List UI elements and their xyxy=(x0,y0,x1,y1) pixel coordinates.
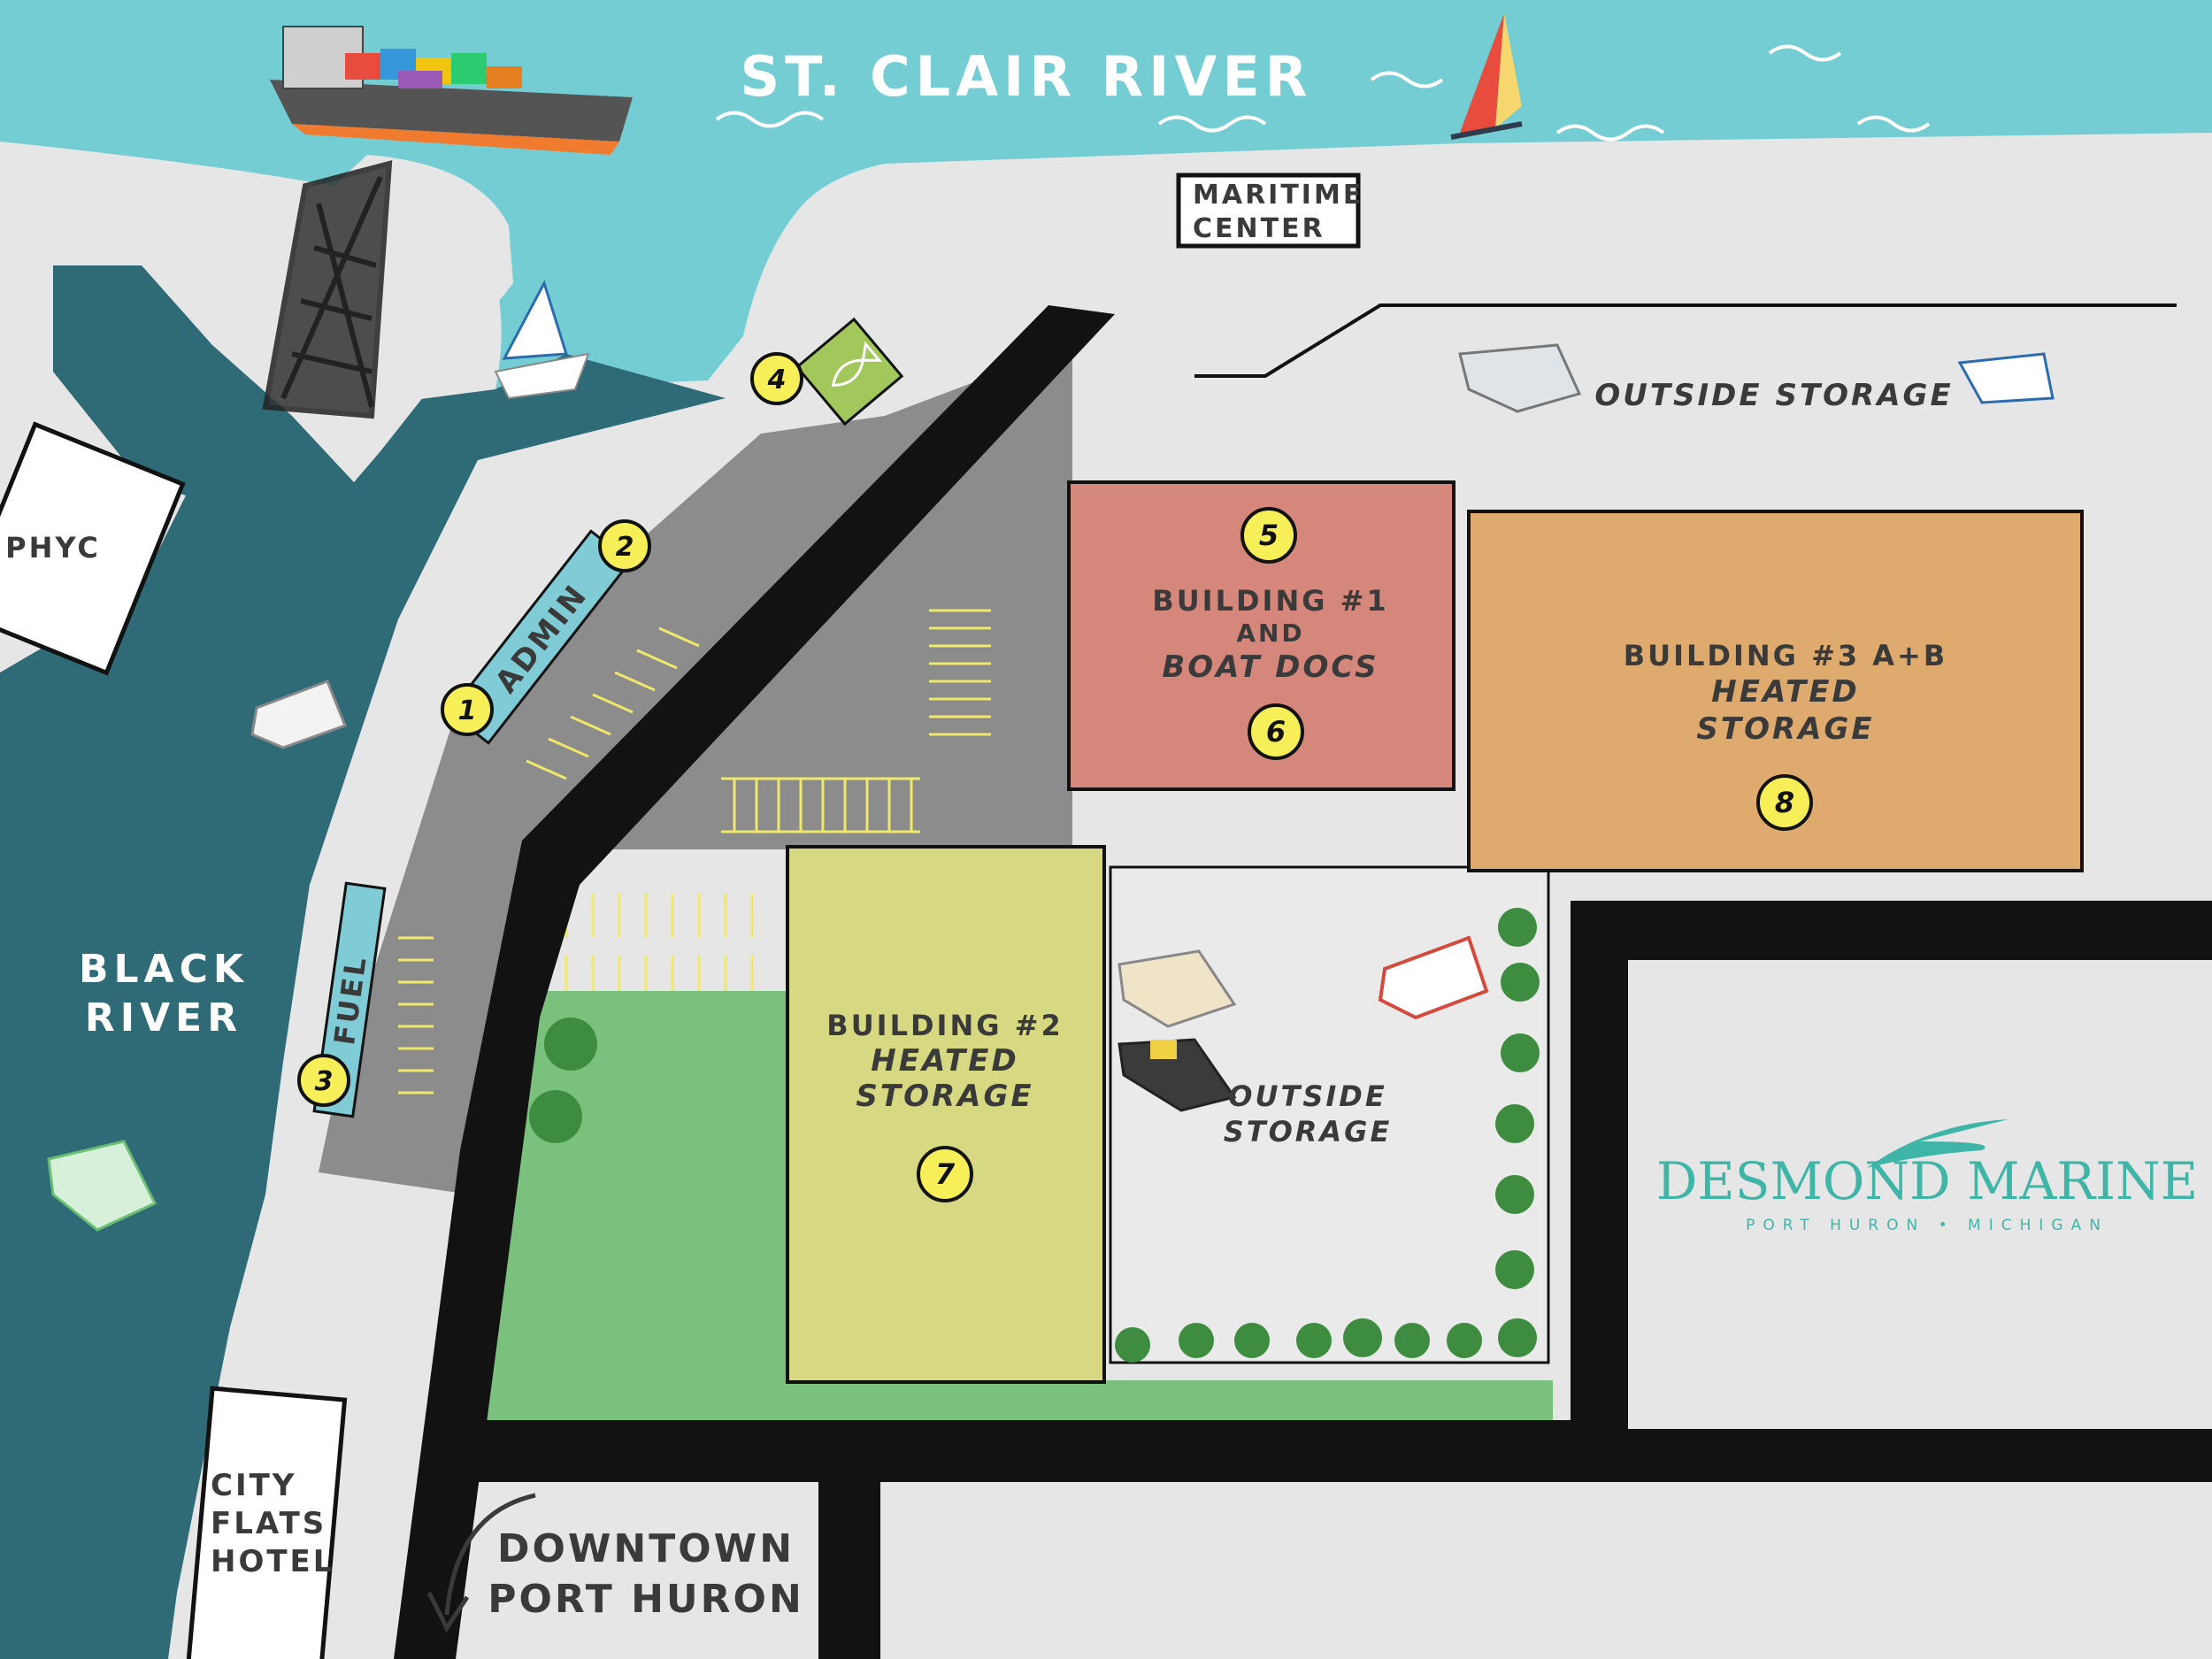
outside-storage-lot xyxy=(1109,865,1550,1364)
building-3-label-2: HEATED xyxy=(1711,674,1859,710)
arrow-down-left-icon xyxy=(426,1493,536,1633)
building-2-label-1: BUILDING #2 xyxy=(826,1009,1063,1042)
maritime-center-sign xyxy=(1176,173,1361,249)
marker-1[interactable]: 1 xyxy=(441,683,494,736)
marker-7[interactable]: 7 xyxy=(917,1146,973,1202)
trees xyxy=(529,908,1540,1363)
dock-line xyxy=(1194,303,2177,378)
building-3-label-3: STORAGE xyxy=(1696,711,1874,747)
marker-2[interactable]: 2 xyxy=(598,519,651,572)
phyc-block: PHYC xyxy=(0,421,186,676)
logo-boat-icon xyxy=(1867,1119,2008,1168)
marker-2-text: 2 xyxy=(616,532,634,563)
logo-name: DESMOND MARINE xyxy=(1656,1151,2198,1211)
marker-3-text: 3 xyxy=(315,1066,334,1097)
building-1-label-3: BOAT DOCS xyxy=(1162,649,1379,685)
building-2 xyxy=(786,845,1106,1384)
black-river xyxy=(0,265,726,1659)
outside-storage-top-label: OUTSIDE STORAGE xyxy=(1594,378,1953,413)
tugboat-icon xyxy=(1118,1038,1237,1112)
fish-market xyxy=(795,317,904,426)
marker-4-text: 4 xyxy=(767,365,787,396)
marker-7-text: 7 xyxy=(935,1157,956,1191)
yacht-icon xyxy=(47,343,2055,1232)
marker-4[interactable]: 4 xyxy=(750,352,803,405)
marker-8[interactable]: 8 xyxy=(1756,774,1813,831)
roads xyxy=(394,305,2212,1659)
marker-1-text: 1 xyxy=(458,695,477,726)
sailboat-icon xyxy=(494,280,590,400)
black-river-label-1: BLACK xyxy=(79,947,249,992)
marker-5[interactable]: 5 xyxy=(1240,507,1297,564)
green-space xyxy=(453,991,1553,1425)
hotel-label-1: CITY xyxy=(211,1468,296,1503)
lift-bridge-icon xyxy=(262,160,393,419)
building-3-label-1: BUILDING #3 A+B xyxy=(1624,639,1948,672)
marker-8-text: 8 xyxy=(1775,786,1794,819)
windsurfer-icon xyxy=(1450,13,1523,140)
downtown-label-2: PORT HURON xyxy=(488,1577,804,1622)
st-clair-river-label: ST. CLAIR RIVER xyxy=(741,44,1313,109)
fish-icon xyxy=(831,341,883,387)
logo-location: PORT HURON • MICHIGAN xyxy=(1746,1217,2108,1234)
cargo-ship-icon xyxy=(270,26,633,155)
downtown-label-1: DOWNTOWN xyxy=(497,1526,795,1571)
phyc-label: PHYC xyxy=(5,531,101,565)
building-2-label-3: STORAGE xyxy=(856,1079,1033,1114)
hotel-label-2: FLATS xyxy=(211,1506,326,1541)
maritime-label-2: CENTER xyxy=(1193,213,1325,244)
building-1-label-1: BUILDING #1 xyxy=(1152,584,1388,618)
marker-3[interactable]: 3 xyxy=(297,1054,350,1107)
city-flats-hotel-block xyxy=(183,1386,348,1659)
marina-office-block xyxy=(1628,960,2212,1429)
hotel-label-3: HOTEL xyxy=(211,1544,334,1579)
desmond-marine-logo: DESMOND MARINE PORT HURON • MICHIGAN xyxy=(1656,1119,2198,1234)
outside-storage-mid-label-1: OUTSIDE xyxy=(1228,1079,1386,1113)
marker-5-text: 5 xyxy=(1259,518,1279,552)
outside-storage-mid-label-2: STORAGE xyxy=(1224,1115,1393,1148)
maritime-label-1: MARITIME xyxy=(1193,180,1363,211)
building-2-label-2: HEATED xyxy=(871,1043,1018,1079)
marker-6[interactable]: 6 xyxy=(1248,703,1304,760)
building-1-label-2: AND xyxy=(1236,618,1304,648)
marker-6-text: 6 xyxy=(1266,715,1286,749)
waves xyxy=(715,44,1931,142)
black-river-label-2: RIVER xyxy=(85,995,242,1041)
